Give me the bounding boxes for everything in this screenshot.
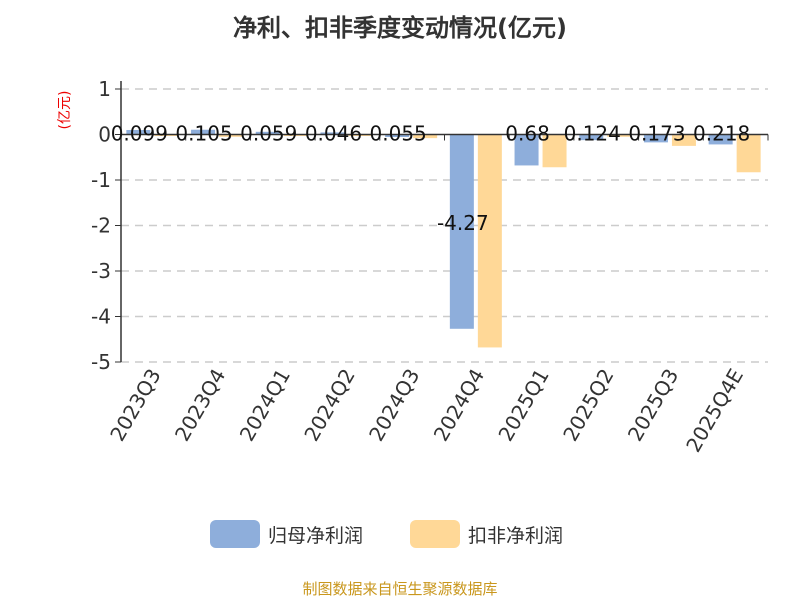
legend-label: 归母净利润	[268, 524, 364, 547]
data-label: 0.055	[370, 122, 427, 146]
bar-net	[320, 132, 345, 135]
bar-deducted	[477, 134, 502, 348]
data-label: 0.046	[305, 122, 362, 146]
bar-deducted	[671, 134, 696, 146]
legend-label: 扣非净利润	[468, 524, 564, 547]
data-label: 0.099	[111, 122, 168, 146]
legend-item-net-profit[interactable]: 归母净利润	[210, 520, 363, 548]
legend-item-deducted-profit[interactable]: 扣非净利润	[410, 520, 563, 548]
bar-net	[449, 134, 474, 329]
data-label: 0.173	[628, 122, 685, 146]
source-note: 制图数据来自恒生聚源数据库	[302, 580, 498, 598]
x-tick-label: 2025Q3	[623, 365, 683, 446]
bar-deducted	[542, 134, 567, 168]
x-tick-label: 2024Q2	[299, 365, 359, 446]
bar-deducted	[607, 134, 632, 137]
chart-title: 净利、扣非季度变动情况(亿元)	[233, 14, 567, 42]
x-tick-label: 2025Q2	[558, 365, 618, 446]
y-tick-label: -2	[91, 214, 111, 238]
bar-net	[514, 134, 539, 166]
x-tick-label: 2023Q3	[105, 365, 165, 446]
x-tick-label: 2023Q4	[170, 365, 230, 446]
x-tick-label: 2025Q1	[493, 365, 553, 446]
data-label: 0.105	[175, 122, 232, 146]
bar-net	[255, 131, 280, 135]
x-tick-label: 2024Q1	[235, 365, 295, 446]
data-label: -4.27	[437, 211, 489, 235]
data-label: 0.218	[693, 122, 750, 146]
bar-net	[579, 134, 604, 141]
y-tick-label: -4	[91, 305, 111, 329]
y-tick-label: 0	[98, 123, 111, 147]
y-tick-label: -1	[91, 168, 111, 192]
data-label: 0.059	[240, 122, 297, 146]
x-tick-label: 2024Q4	[429, 365, 489, 446]
legend-swatch	[210, 520, 260, 548]
bar-net	[708, 134, 733, 145]
bar-deducted	[736, 134, 761, 173]
legend-swatch	[410, 520, 460, 548]
y-tick-label: 1	[98, 77, 111, 101]
x-tick-label: 2025Q4E	[681, 365, 748, 457]
data-label: 0.124	[564, 122, 621, 146]
y-tick-label: -3	[91, 259, 111, 283]
bar-net	[643, 134, 668, 143]
bar-deducted	[219, 134, 244, 137]
bar-net	[385, 134, 410, 138]
bar-deducted	[413, 134, 438, 139]
bar-net	[126, 129, 151, 135]
x-tick-label: 2024Q3	[364, 365, 424, 446]
y-tick-label: -5	[91, 350, 111, 374]
bar-net	[191, 129, 216, 135]
data-label: 0.68	[505, 122, 550, 146]
